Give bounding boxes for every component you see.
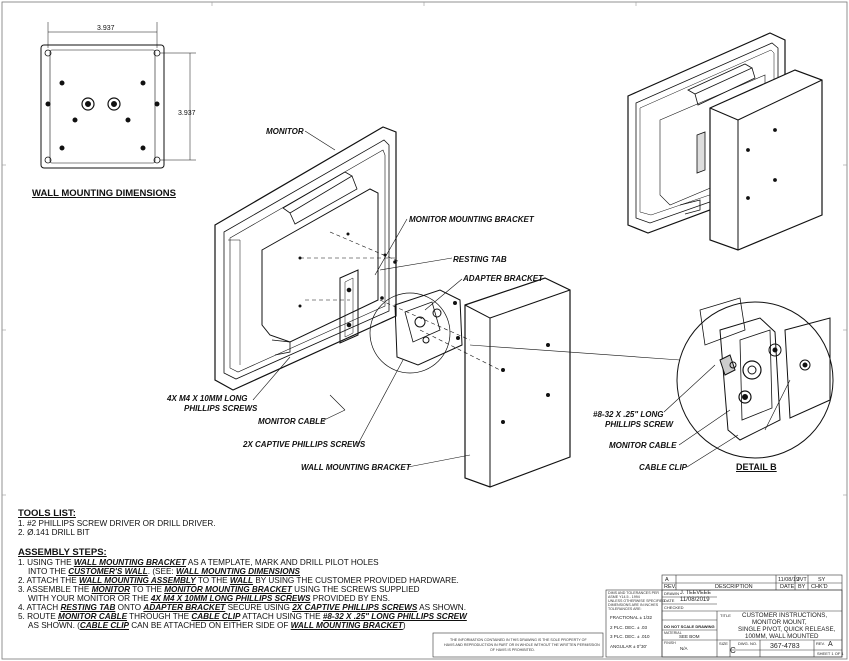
tolerance-angular: ANGULAR ± 0°30' (610, 644, 647, 649)
drawing-date: 11/08/2019 (680, 597, 710, 603)
tools-item-2: 2. Ø.141 DRILL BIT (18, 528, 90, 537)
do-not-scale: DO NOT SCALE DRAWING (664, 624, 715, 629)
date-header: DATE (780, 584, 795, 590)
rev-label: REV. (816, 641, 825, 646)
title-line-2: MONITOR MOUNT, (752, 619, 807, 626)
monitor-mounting-bracket (339, 269, 359, 344)
tolerance-2-place: 2 PLC. DEC. ± .03 (610, 625, 647, 630)
title-label: TITLE (720, 613, 731, 618)
monitor-exploded (214, 126, 397, 391)
detail-b-circle (369, 292, 451, 374)
assembled-iso-view (627, 32, 823, 251)
leader-lines (252, 130, 739, 468)
dwg-no-label: DWG. NO. (738, 641, 758, 646)
callout-832-screw-l2: PHILLIPS SCREW (605, 420, 674, 429)
assembly-step-1a: 1. USING THE WALL MOUNTING BRACKET AS A … (18, 558, 379, 567)
tolerance-note-2: ASME Y14.5 - 1994 (608, 595, 640, 599)
monitor-screws (298, 232, 397, 308)
callout-m4-screws-l1: 4X M4 X 10MM LONG (167, 394, 248, 403)
tools-list-title: TOOLS LIST: (18, 508, 76, 519)
rev-value: A (828, 641, 833, 648)
wall-bracket-plate (464, 277, 571, 488)
by-header: BY (798, 584, 806, 590)
adapter-bracket (394, 289, 463, 366)
callout-adapter-bracket: ADAPTER BRACKET (463, 274, 543, 283)
tolerance-fractional: FRACTIONAL ± 1/32 (610, 615, 653, 620)
callout-monitor: MONITOR (266, 127, 304, 136)
detail-b-title: DETAIL B (736, 462, 777, 472)
proprietary-notice-2: HAVIS AND REPRODUCTION IN PART OR IN WHO… (444, 643, 600, 647)
date-label: DATE (664, 598, 675, 603)
rev-header: REV. (664, 584, 677, 590)
tolerance-3-place: 3 PLC. DEC. ± .010 (610, 634, 650, 639)
material-label: MATERIAL (664, 631, 682, 635)
assembly-lines (300, 231, 501, 371)
detail-b-view (469, 297, 834, 459)
assembly-step-3a: 3. ASSEMBLE THE MONITOR TO THE MONITOR M… (18, 585, 420, 594)
tolerance-note-5: TOLERANCES ARE: (608, 607, 642, 611)
callout-832-screw-l1: #8-32 X .25" LONG (593, 410, 664, 419)
width-dimension: 3.937 (97, 25, 115, 32)
drawn-by: J. TEEVEEE (680, 590, 712, 596)
assembly-step-2: 2. ATTACH THE WALL MOUNTING ASSEMBLY TO … (18, 576, 459, 585)
callout-wall-bracket: WALL MOUNTING BRACKET (301, 463, 411, 472)
rev-a-date: 11/08/19 (778, 577, 800, 583)
proprietary-notice-1: THE INFORMATION CONTAINED IN THIS DRAWIN… (450, 638, 587, 642)
callout-monitor-cable: MONITOR CABLE (258, 417, 326, 426)
tolerance-note-3: UNLESS OTHERWISE SPECIFIED (608, 599, 666, 603)
callout-captive-screws: 2X CAPTIVE PHILLIPS SCREWS (243, 440, 366, 449)
finish-label: FINISH (664, 641, 676, 645)
title-line-3: SINGLE PIVOT, QUICK RELEASE, (738, 626, 836, 633)
rev-a-chkd: SY (818, 577, 826, 583)
tolerance-note-4: DIMENSIONS ARE IN INCHES (608, 603, 659, 607)
drawn-label: DRAWN (664, 591, 679, 596)
assembly-step-5a: 5. ROUTE MONITOR CABLE THROUGH THE CABLE… (18, 612, 467, 621)
title-block-lines (432, 574, 843, 658)
callout-resting-tab: RESTING TAB (453, 255, 507, 264)
sheet-number: SHEET 1 OF 1 (817, 651, 844, 656)
border-ticks (2, 2, 847, 496)
checked-label: CHECKED (664, 605, 684, 610)
height-dimension: 3.937 (178, 110, 196, 117)
wall-plate-view (40, 22, 196, 169)
tolerance-note-1: DIMS AND TOLERANCES PER (608, 591, 659, 595)
callout-detail-monitor-cable: MONITOR CABLE (609, 441, 677, 450)
title-line-4: 100MM, WALL MOUNTED (745, 633, 819, 640)
callout-cable-clip: CABLE CLIP (639, 463, 687, 472)
assembly-steps-title: ASSEMBLY STEPS: (18, 547, 107, 558)
assembly-step-3b: WITH YOUR MONITOR OR THE 4X M4 X 10MM LO… (28, 594, 390, 603)
dwg-no: 367-4783 (770, 643, 800, 650)
assembly-step-5b: AS SHOWN. (CABLE CLIP CAN BE ATTACHED ON… (28, 621, 406, 630)
title-line-1: CUSTOMER INSTRUCTIONS, (742, 612, 828, 619)
rev-a-letter: A (665, 577, 669, 583)
callout-m4-screws-l2: PHILLIPS SCREWS (184, 404, 258, 413)
size-label: SIZE (719, 641, 728, 646)
proprietary-notice-3: OF HAVIS IS PROHIBITED. (490, 648, 535, 652)
assembly-step-1b: INTO THE CUSTOMER'S WALL. (SEE: WALL MOU… (28, 567, 301, 576)
callout-monitor-bracket: MONITOR MOUNTING BRACKET (409, 215, 534, 224)
assembly-step-4: 4. ATTACH RESTING TAB ONTO ADAPTER BRACK… (18, 603, 466, 612)
finish-value: N/A (680, 646, 688, 651)
wall-mounting-dimensions-title: WALL MOUNTING DIMENSIONS (32, 188, 176, 199)
tools-item-1: 1. #2 PHILLIPS SCREW DRIVER OR DRILL DRI… (18, 519, 216, 528)
size-value: C (730, 646, 736, 655)
material-value: SEE BOM (679, 634, 700, 639)
rev-a-by: JVT (797, 577, 807, 583)
description-header: DESCRIPTION (715, 584, 753, 590)
chkd-header: CHK'D (811, 584, 828, 590)
